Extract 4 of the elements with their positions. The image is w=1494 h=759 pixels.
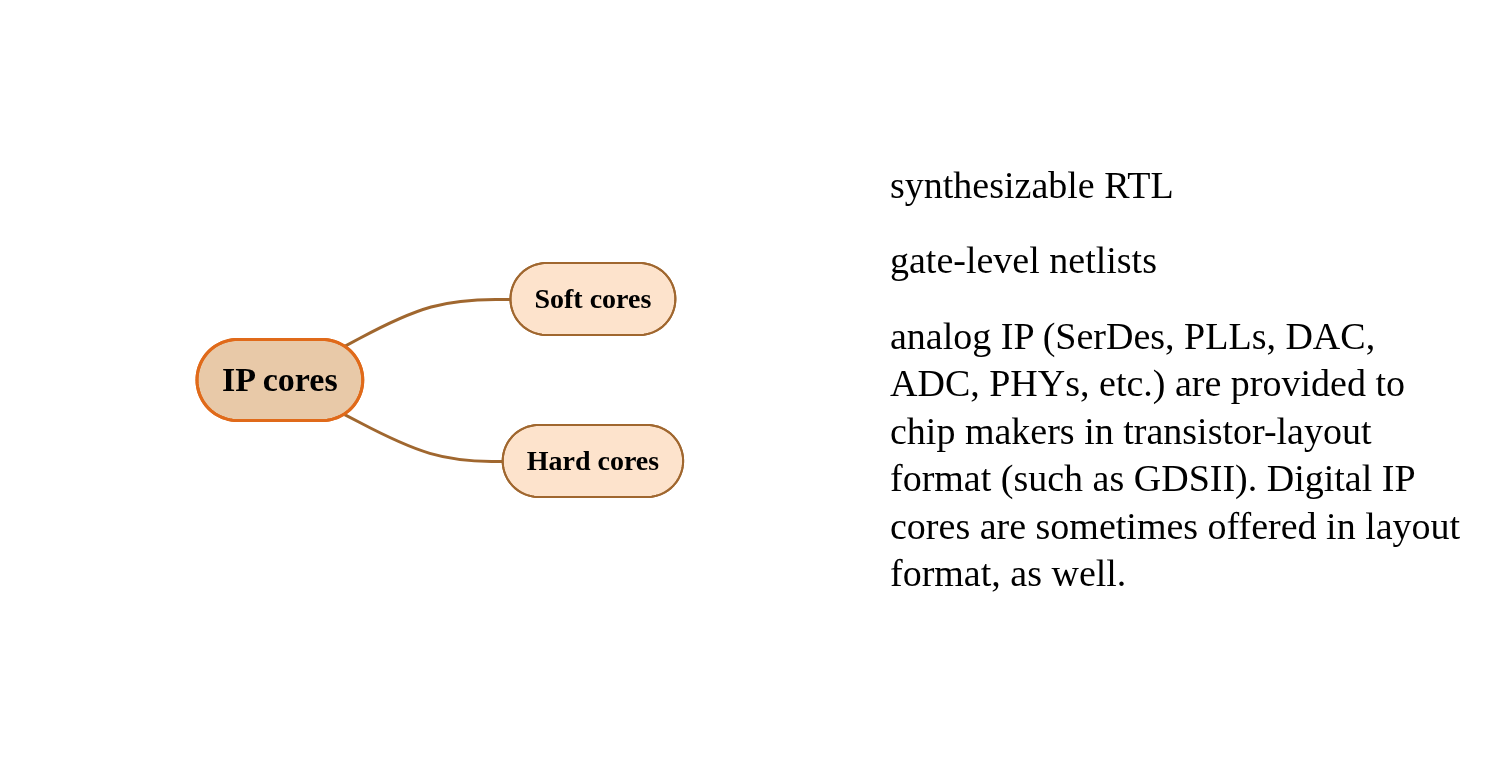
note-text: analog IP (SerDes, PLLs, DAC, ADC, PHYs, etc.) are provided to chip makers in transistor-layout format (such as GDSII). Digital IP cores are sometimes offered in layout format, as well. — [890, 313, 1462, 596]
note-text: gate-level netlists — [890, 238, 1158, 283]
note-text: synthesizable RTL — [890, 162, 1175, 208]
connector — [343, 297, 511, 348]
